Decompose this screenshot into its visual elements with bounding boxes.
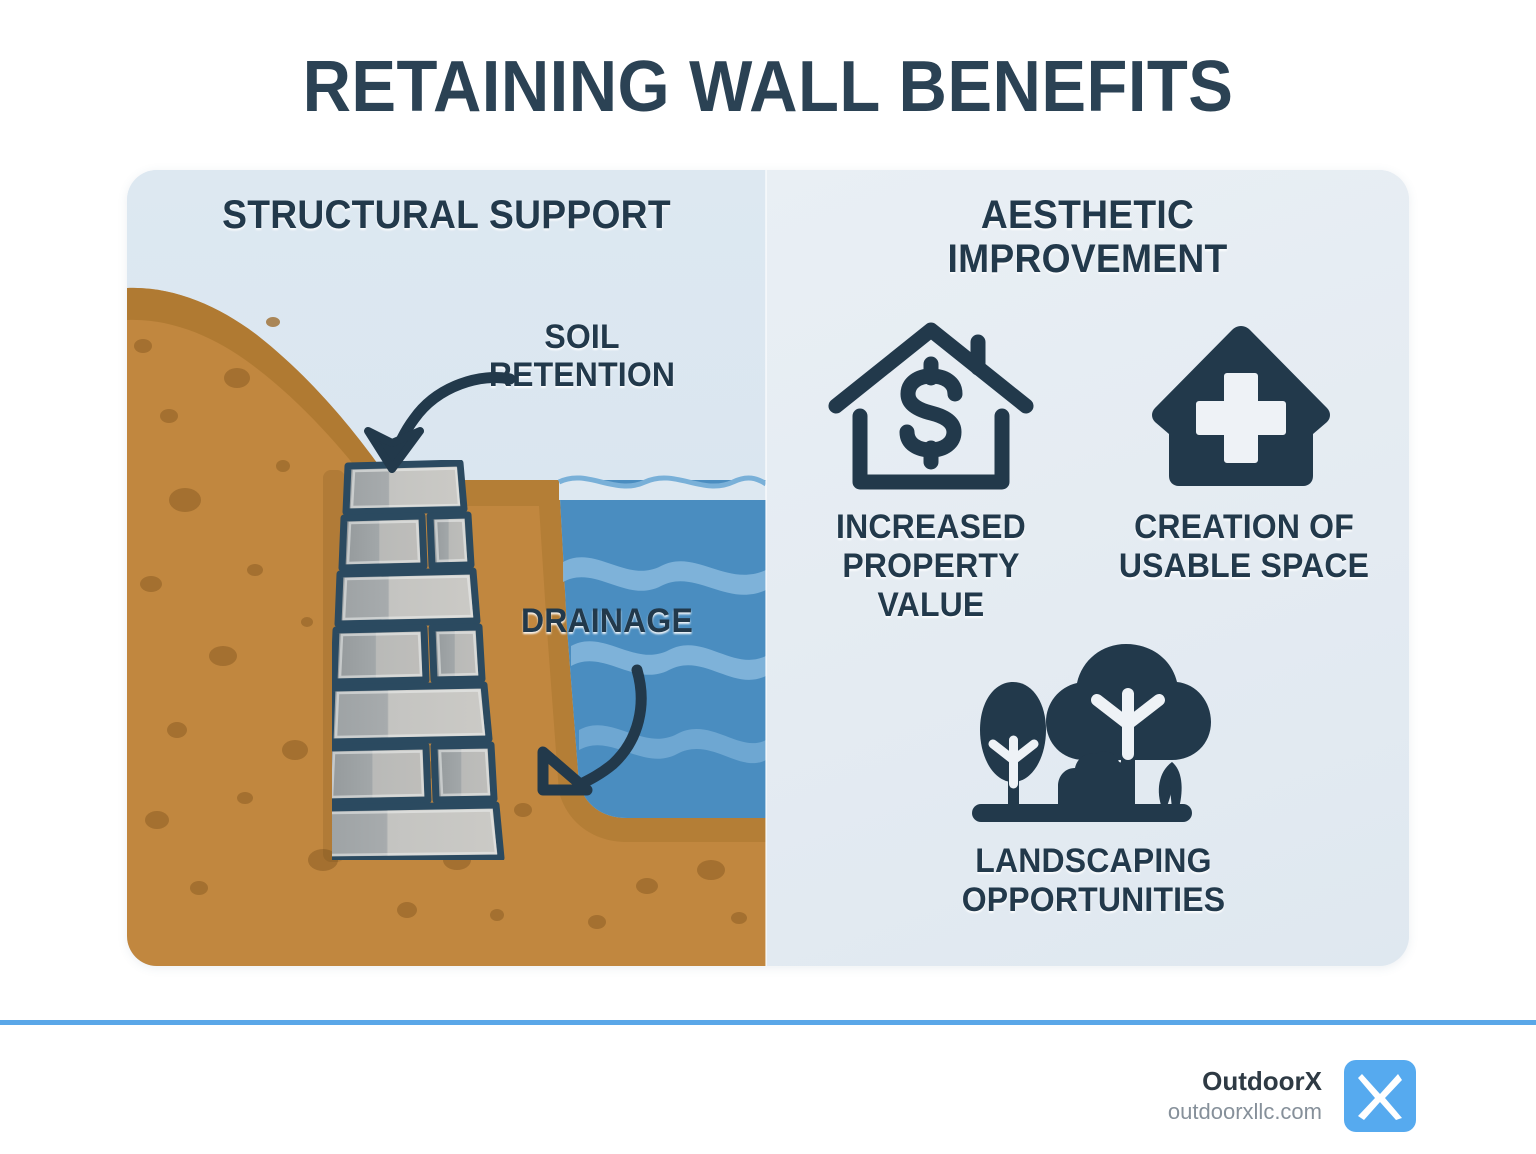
panel-structural-support: STRUCTURAL SUPPORT SOIL RETENTION DRAINA… [127, 170, 766, 966]
brand-name: OutdoorX [1202, 1066, 1322, 1097]
caption-line-1: INCREASED [836, 508, 1026, 546]
drainage-label: DRAINAGE [521, 602, 693, 640]
caption-line-2: USABLE SPACE [1118, 546, 1370, 585]
panel-aesthetic-improvement: AESTHETIC IMPROVEMENT [766, 170, 1409, 966]
outdoorx-logo-icon [1344, 1060, 1416, 1132]
panel-right-heading: AESTHETIC IMPROVEMENT [789, 193, 1387, 281]
panel-left-heading: STRUCTURAL SUPPORT [222, 193, 671, 237]
page-title: RETAINING WALL BENEFITS [302, 47, 1234, 127]
panel-right-heading-line2: IMPROVEMENT [947, 237, 1228, 281]
house-plus-icon [1141, 320, 1341, 490]
panel-divider [765, 170, 767, 966]
caption-line-3: VALUE [877, 585, 985, 624]
water-body [557, 475, 766, 818]
caption-line-1: LANDSCAPING [975, 842, 1212, 880]
house-dollar-icon [826, 320, 1036, 490]
caption-creation-of-usable-space: CREATION OF USABLE SPACE [1094, 508, 1395, 586]
caption-landscaping-opportunities: LANDSCAPING OPPORTUNITIES [931, 842, 1255, 920]
caption-line-2: PROPERTY [842, 546, 1020, 585]
brand-website: outdoorxllc.com [1167, 1098, 1322, 1124]
retaining-wall-illustration [332, 460, 532, 860]
footer-text-block: OutdoorX outdoorxllc.com [1168, 1065, 1322, 1126]
benefits-card: STRUCTURAL SUPPORT SOIL RETENTION DRAINA… [127, 170, 1409, 966]
soil-retention-line1: SOIL [544, 318, 620, 356]
soil-retention-line2: RETENTION [488, 356, 676, 395]
dollar-sign [899, 356, 963, 470]
footer-branding: OutdoorX outdoorxllc.com [1168, 1060, 1416, 1132]
caption-line-2: OPPORTUNITIES [961, 880, 1226, 919]
caption-increased-property-value: INCREASED PROPERTY VALUE [804, 508, 1058, 624]
caption-line-1: CREATION OF [1134, 508, 1354, 546]
panel-right-heading-line1: AESTHETIC [980, 193, 1195, 237]
soil-retention-label: SOIL RETENTION [465, 318, 700, 394]
footer-divider-rule [0, 1020, 1536, 1025]
trees-landscaping-icon [966, 636, 1221, 832]
